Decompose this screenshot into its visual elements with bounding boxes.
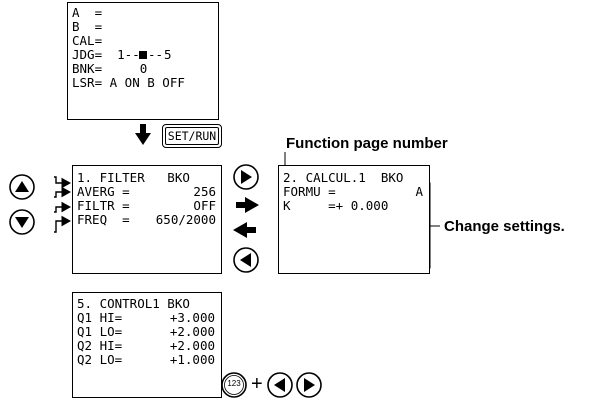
set-run-key-inner: SET/RUN <box>165 127 219 145</box>
plus-sign: + <box>251 373 263 395</box>
filter-screen: 1. FILTER BKO AVERG = 256 FILTR = OFF FR… <box>72 165 222 274</box>
status-line-b: B = <box>72 19 103 34</box>
status-jdg-end: 5 <box>164 47 172 62</box>
filter-row-label: FILTR = <box>77 198 130 213</box>
right-button[interactable] <box>233 164 259 190</box>
control-row-value: +3.000 <box>169 310 215 325</box>
control-title: 5. CONTROL1 BKO <box>77 296 190 311</box>
function-page-number-label: Function page number <box>286 135 448 152</box>
control-row-label: Q2 HI= <box>77 338 123 353</box>
status-screen: A = B = CAL= JDG= 1-- -- 5 BNK= 0 LSR= A… <box>67 2 219 120</box>
status-line-bnk: BNK= 0 <box>72 61 148 76</box>
calc-row-label: FORMU = <box>283 184 336 199</box>
control-row-value: +1.000 <box>169 352 215 367</box>
filter-title: 1. FILTER BKO <box>77 170 190 185</box>
set-run-key[interactable]: SET/RUN <box>162 124 222 148</box>
control-row-value: +2.000 <box>169 324 215 339</box>
control-row-label: Q1 HI= <box>77 310 123 325</box>
change-settings-label: Change settings. <box>444 218 565 235</box>
control-screen: 5. CONTROL1 BKO Q1 HI= +3.000 Q1 LO= +2.… <box>72 292 222 398</box>
status-line-a: A = <box>72 5 103 20</box>
up-button[interactable] <box>9 174 35 200</box>
down-arrow-icon <box>135 124 151 145</box>
calc-row-label: K =+ 0.000 <box>283 198 389 213</box>
filter-row-value: 256 <box>193 184 216 199</box>
left-arrow-icon <box>233 222 256 238</box>
digit-key-label: 123 <box>227 379 241 388</box>
down-button[interactable] <box>9 209 35 235</box>
bottom-right-button[interactable] <box>296 372 322 398</box>
control-row-label: Q1 LO= <box>77 324 123 339</box>
status-line-jdg: JDG= 1-- <box>72 47 140 62</box>
control-row-label: Q2 LO= <box>77 352 123 367</box>
right-arrow-icon <box>236 197 259 213</box>
filter-row-label: FREQ = <box>77 212 130 227</box>
filter-row-value: OFF <box>193 198 216 213</box>
filter-row-label: AVERG = <box>77 184 130 199</box>
calc-row-value: A <box>415 184 423 199</box>
calc-title: 2. CALCUL.1 BKO <box>283 170 404 185</box>
control-row-value: +2.000 <box>169 338 215 353</box>
row-pointer-icons <box>54 176 72 233</box>
status-line-lsr: LSR= A ON B OFF <box>72 75 185 90</box>
status-line-cal: CAL= <box>72 33 103 48</box>
jdg-block-icon <box>139 51 147 59</box>
left-button[interactable] <box>233 247 259 273</box>
calc-screen: 2. CALCUL.1 BKO FORMU = A K =+ 0.000 <box>278 165 430 274</box>
bottom-left-button[interactable] <box>267 372 293 398</box>
digit-shift-key[interactable] <box>221 372 247 398</box>
filter-row-value: 650/2000 <box>155 212 216 227</box>
jdg-dashes: -- <box>148 47 164 62</box>
